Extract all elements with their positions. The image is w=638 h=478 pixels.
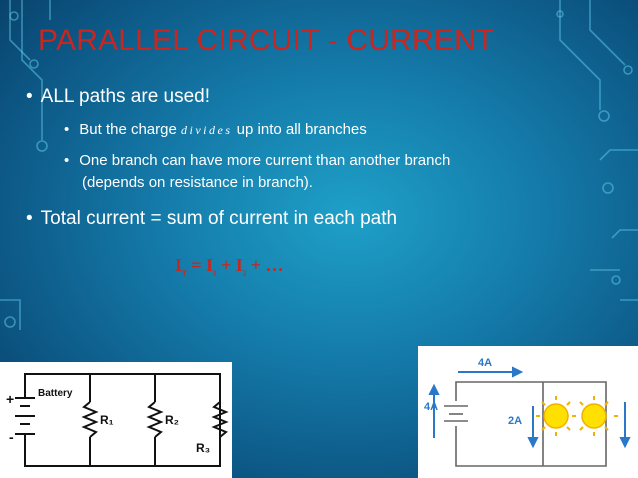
resistor-3-label: R₃: [196, 441, 210, 455]
parallel-resistor-diagram: Battery + - R₁ R₂ R₃: [0, 362, 232, 478]
battery-minus-label: -: [9, 429, 14, 445]
resistor-schematic: Battery + - R₁ R₂ R₃: [6, 373, 229, 467]
parallel-bulb-diagram: 4A 4A 2A: [418, 346, 638, 478]
formula-plus: +: [216, 255, 236, 275]
current-formula: IT = I1 + I2 + …: [175, 255, 284, 278]
bullet-dot: •: [26, 86, 33, 107]
branch-current-label: 2A: [508, 415, 522, 427]
bullet-dot: •: [64, 121, 70, 138]
bullet-text: Total current = sum of current in each p…: [40, 208, 398, 229]
bullet-branch-current: • One branch can have more current than a…: [64, 150, 544, 194]
formula-term-1: I: [205, 255, 213, 275]
formula-term-2: I: [235, 255, 243, 275]
battery-label: Battery: [38, 388, 73, 399]
formula-equals: =: [186, 255, 206, 275]
bulb-circuit: 4A 4A 2A: [424, 357, 631, 467]
bullet-total-current: • Total current = sum of current in each …: [26, 208, 397, 230]
bullet-text-line1: One branch can have more current than an…: [79, 152, 451, 169]
left-current-label: 4A: [424, 401, 438, 413]
resistor-1-label: R₁: [100, 413, 114, 427]
formula-total-subscript: T: [182, 269, 187, 278]
bullet-all-paths: • ALL paths are used!: [26, 86, 210, 108]
formula-term-1-subscript: 1: [212, 269, 217, 278]
bullet-text-before: But the charge: [79, 121, 181, 138]
battery-plus-label: +: [6, 391, 14, 407]
bullet-italic-word: divides: [181, 123, 233, 137]
resistor-2-label: R₂: [165, 413, 179, 427]
top-current-label: 4A: [478, 357, 492, 369]
bullet-text-after: up into all branches: [232, 121, 367, 138]
bullet-dot: •: [26, 208, 33, 229]
bullet-text: ALL paths are used!: [40, 86, 211, 107]
bullet-dot: •: [64, 152, 70, 169]
formula-term-2-subscript: 2: [242, 269, 247, 278]
slide-title: PARALLEL CIRCUIT - CURRENT: [38, 24, 495, 57]
bullet-text-line2: (depends on resistance in branch).: [82, 173, 313, 191]
bullet-charge-divides: • But the charge divides up into all bran…: [64, 121, 367, 138]
formula-tail: + …: [246, 255, 284, 275]
formula-total-symbol: I: [175, 255, 183, 275]
